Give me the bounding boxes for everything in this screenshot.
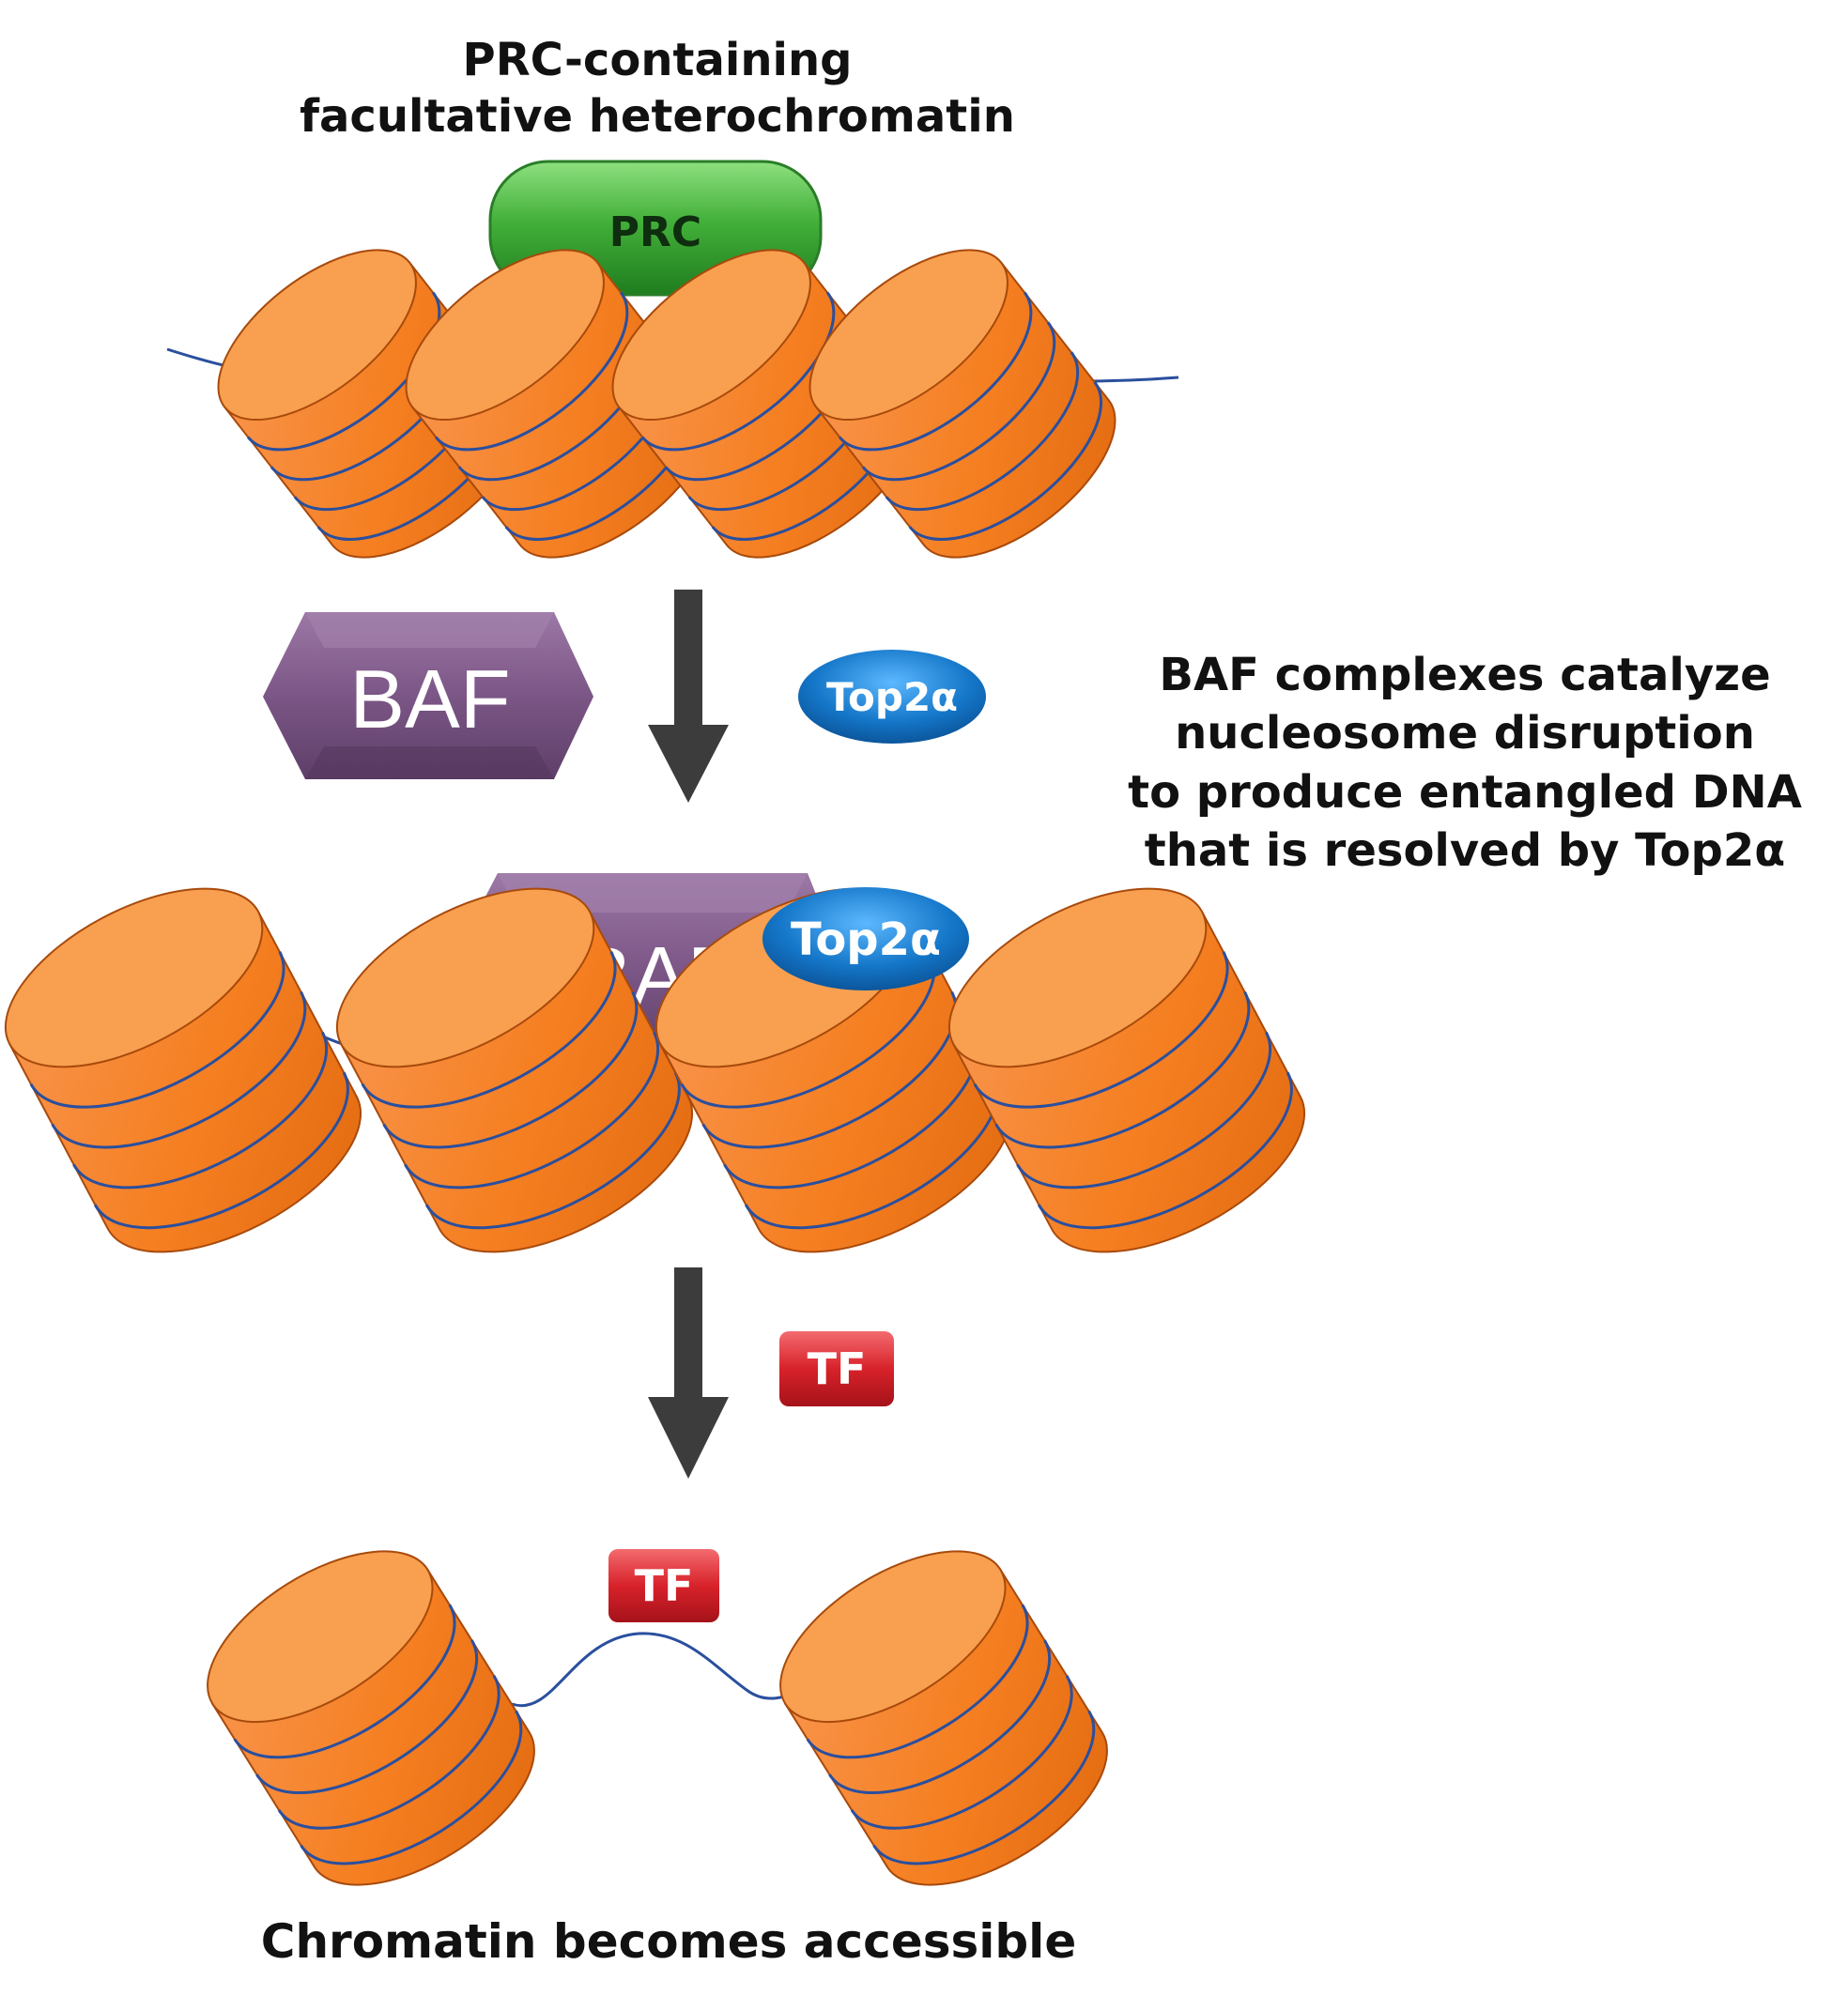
top2a-enzyme-free: Top2α	[798, 650, 986, 744]
nucleosome-4	[808, 249, 1116, 559]
stage-compact-chromatin: PRC	[166, 160, 1179, 559]
nucleosome-4	[947, 887, 1306, 1253]
nucleosome-2	[335, 887, 694, 1253]
nucleosome-1	[4, 887, 362, 1253]
tf-label-bound: TF	[635, 1560, 694, 1611]
nucleosome-group-stage-3	[207, 1550, 1108, 1886]
top2a-label-bound: Top2α	[791, 913, 941, 966]
explanation-line-2: nucleosome disruption	[1175, 707, 1755, 760]
title-line-1: PRC-containing	[463, 34, 853, 86]
baf-complex-free: BAF	[263, 612, 593, 779]
title-line-2: facultative heterochromatin	[300, 90, 1015, 143]
title: PRC-containing facultative heterochromat…	[300, 34, 1015, 143]
top2a-label-free: Top2α	[826, 674, 958, 720]
explanation-line-4: that is resolved by Top2α	[1145, 824, 1785, 877]
tf-label-free: TF	[808, 1343, 867, 1394]
nucleosome-2	[779, 1550, 1108, 1886]
arrow-down-2	[648, 1267, 729, 1479]
nucleosome-1	[207, 1550, 535, 1886]
explanation-text: BAF complexes catalyze nucleosome disrup…	[1128, 649, 1802, 877]
explanation-line-3: to produce entangled DNA	[1128, 766, 1802, 819]
top2a-enzyme-bound: Top2α	[762, 887, 969, 990]
baf-label-free: BAF	[349, 652, 510, 745]
stage-accessible-chromatin: TF	[207, 1549, 1108, 1886]
stage-remodeling: BAF Top2α	[4, 873, 1306, 1253]
nucleosome-group-stage-2	[4, 887, 1306, 1253]
tf-factor-bound: TF	[608, 1549, 719, 1622]
bottom-label: Chromatin becomes accessible	[261, 1914, 1076, 1969]
explanation-line-1: BAF complexes catalyze	[1159, 649, 1770, 701]
arrow-down-1	[648, 590, 729, 803]
tf-factor-free: TF	[779, 1331, 894, 1406]
prc-label: PRC	[609, 208, 701, 256]
nucleosome-group-stage-1	[217, 249, 1116, 559]
